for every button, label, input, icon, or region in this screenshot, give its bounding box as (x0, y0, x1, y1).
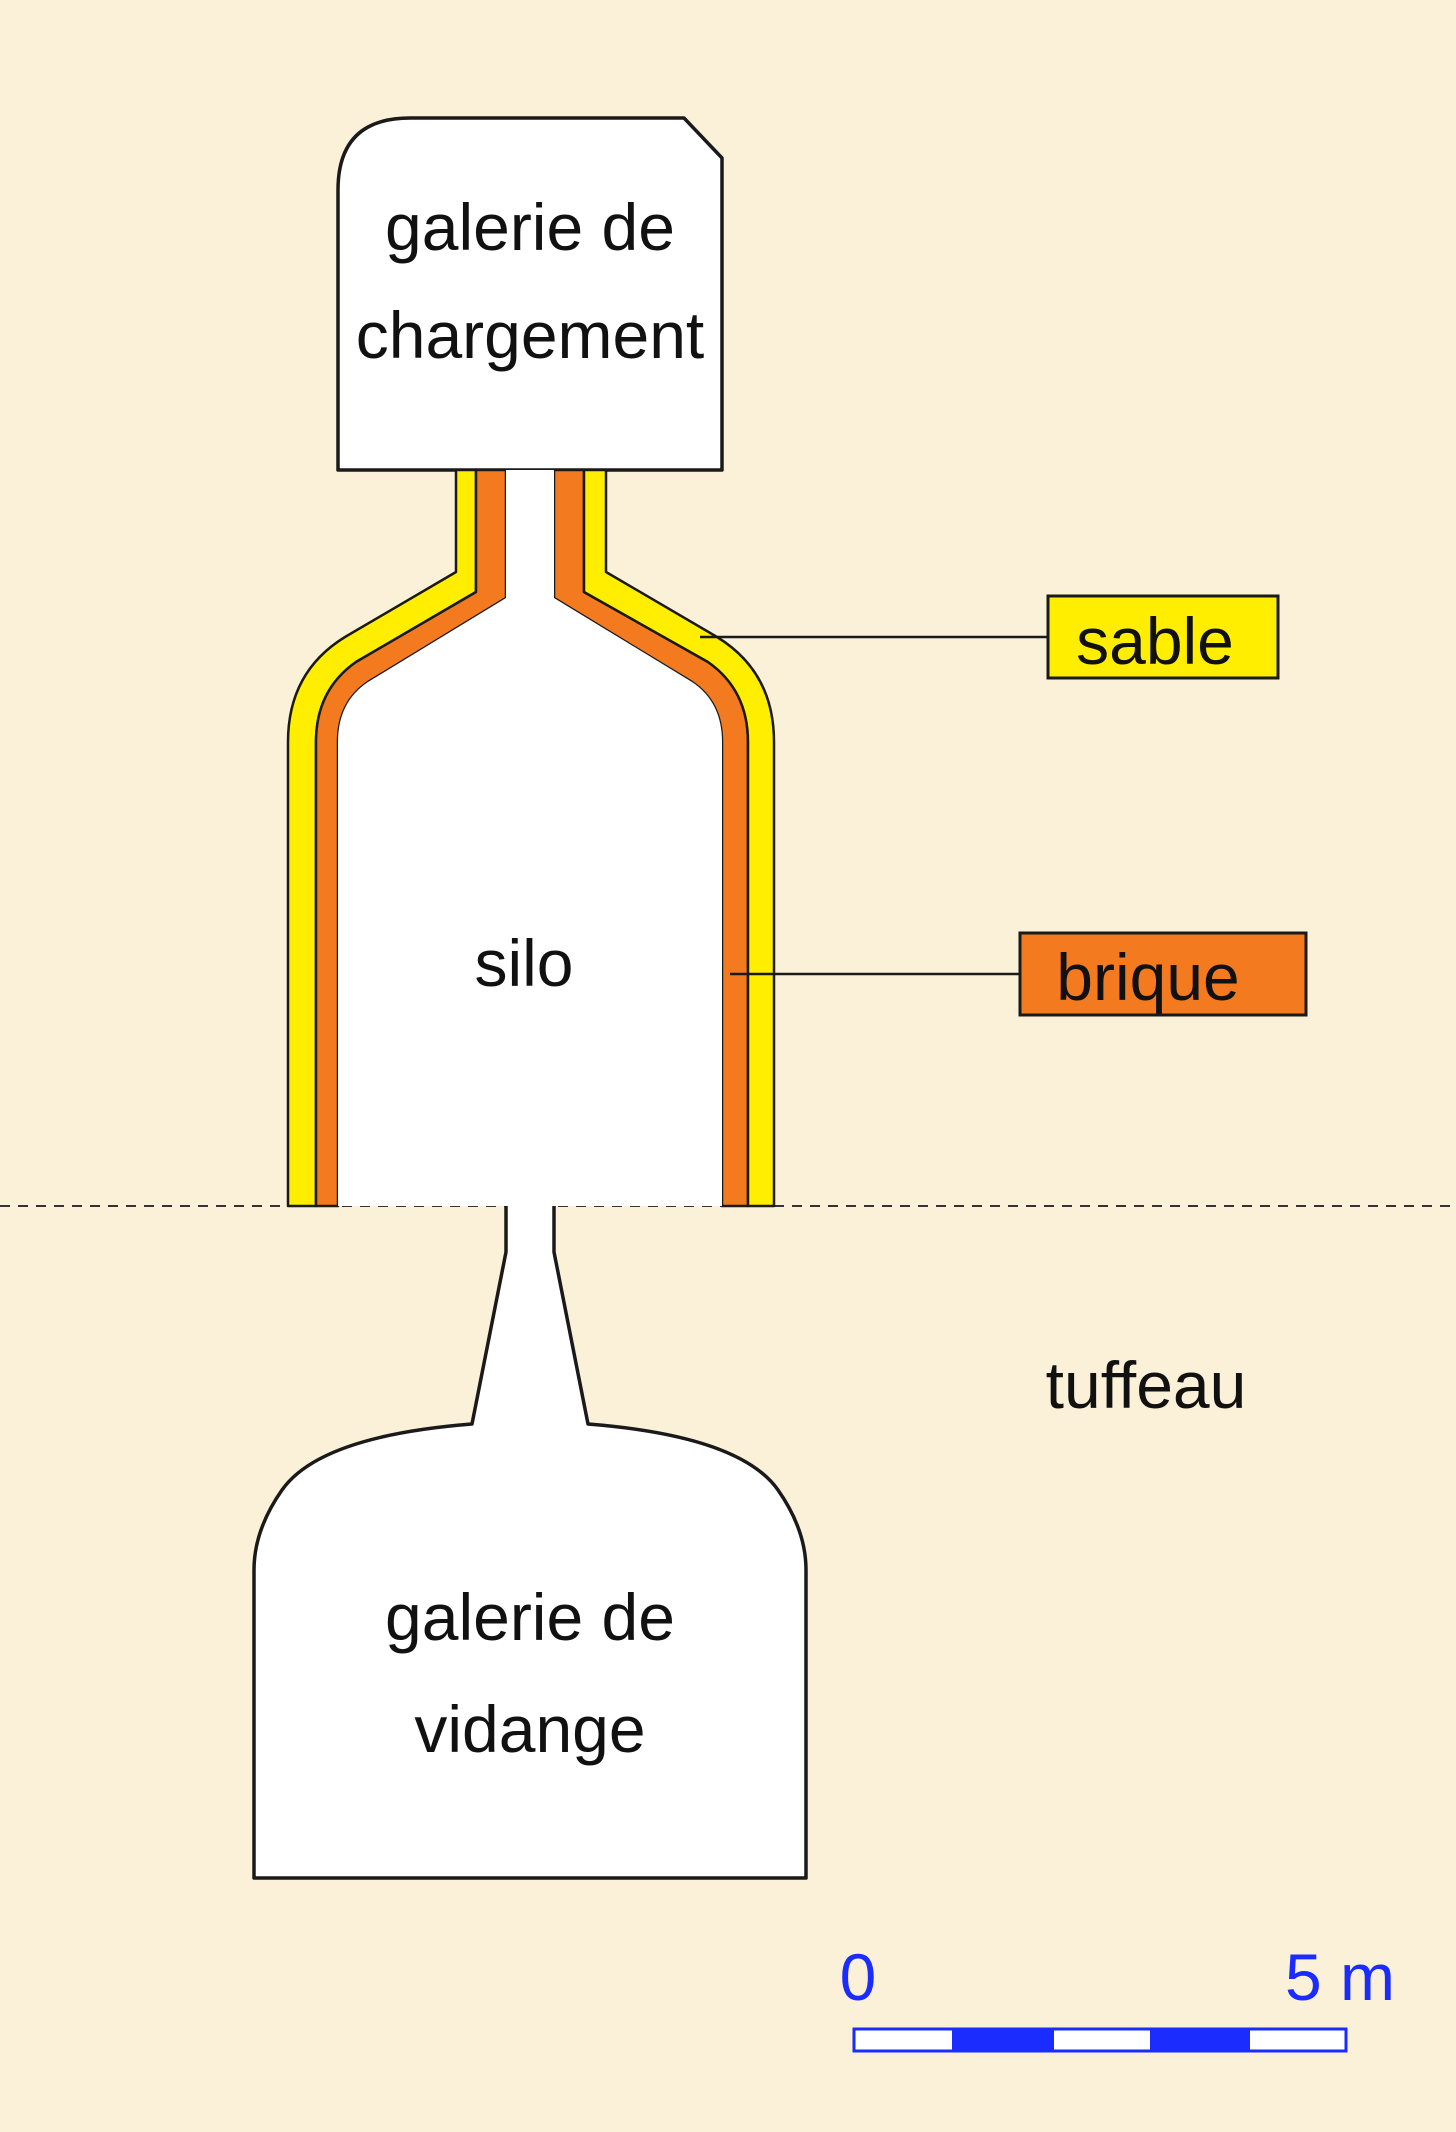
loading-gallery-shape (336, 116, 724, 472)
scale-bar-end-label: 5 m (1285, 1940, 1395, 2014)
silo-right-sand-layer (582, 468, 776, 1208)
loading-gallery-label-line2: chargement (356, 298, 705, 372)
loading-gallery-label-line1: galerie de (385, 190, 675, 264)
brick-legend-label: brique (1056, 940, 1239, 1014)
emptying-gallery-label-line2: vidange (414, 1692, 645, 1766)
scale-bar-segment-4 (1150, 2029, 1250, 2051)
emptying-gallery-shape (252, 1206, 808, 1880)
silo-label: silo (474, 926, 573, 1000)
sand-legend-label: sable (1076, 604, 1234, 678)
tuffeau-label: tuffeau (1046, 1348, 1247, 1422)
emptying-gallery-label-line1: galerie de (385, 1580, 675, 1654)
silo-cavity (338, 470, 722, 1206)
scale-bar-outline (852, 2027, 1348, 2053)
sand-legend-box (1046, 594, 1280, 680)
scale-bar-start-label: 0 (840, 1940, 877, 2014)
scale-bar: 0 5 m (840, 1940, 1395, 2053)
brick-legend-box (1018, 931, 1308, 1017)
scale-bar-segment-2 (952, 2029, 1054, 2051)
